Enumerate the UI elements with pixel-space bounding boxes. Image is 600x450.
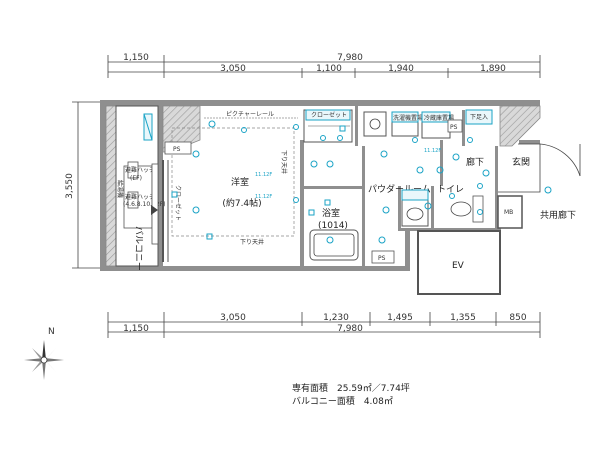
mb-label: MB bbox=[504, 209, 513, 216]
water-heater-label: 給湯機 bbox=[116, 180, 124, 198]
lower-ceiling-label: 下り天井 bbox=[240, 238, 264, 246]
top-dimensions: 1,150 7,980 3,050 1,100 1,940 1,890 bbox=[107, 53, 541, 78]
ev-label: EV bbox=[452, 261, 465, 271]
dim-bottom-left: 1,150 bbox=[123, 324, 149, 334]
balcony-label: バルコニー bbox=[133, 226, 144, 271]
bath-size: (1014) bbox=[318, 221, 348, 231]
closet-label: クローゼット bbox=[311, 111, 347, 119]
dim-left-depth: 3,550 bbox=[65, 173, 75, 199]
ac-label-1-sub: (EF) bbox=[130, 175, 142, 182]
hallway-label: 廊下 bbox=[466, 156, 484, 168]
wet-area: パウダールーム 浴室 (1014) トイレ PS MB 共用廊下 EV bbox=[309, 183, 576, 271]
ps-label-3: PS bbox=[378, 255, 386, 262]
dim-bottom-seg-4: 1,355 bbox=[450, 313, 476, 323]
dim-top-seg-4: 1,890 bbox=[480, 64, 506, 74]
closet: クローゼット bbox=[303, 109, 353, 143]
bath-label: 浴室 bbox=[322, 207, 340, 219]
dim-top-seg-3: 1,940 bbox=[388, 64, 414, 74]
western-room: ピクチャーレール 下り天井 下り天井 クローゼット 洋室 (約7.4帖) 11.… bbox=[162, 111, 441, 262]
ac-label-2-sub: (4.6.8.10.12F) bbox=[123, 201, 165, 208]
exclusive-area: 専有面積 25.59㎡／7.74坪 bbox=[292, 384, 410, 394]
ac-label-1: 避難ハッチ bbox=[125, 166, 155, 174]
compass: N bbox=[24, 327, 64, 380]
ps-label-2: PS bbox=[450, 124, 458, 131]
left-dimension: 3,550 bbox=[65, 101, 100, 269]
dim-bottom-seg-2: 1,230 bbox=[323, 313, 349, 323]
entrance-label: 玄関 bbox=[512, 156, 530, 168]
dim-top-total: 7,980 bbox=[337, 53, 363, 63]
shoe-label: 下足入 bbox=[470, 114, 488, 121]
dim-bottom-total: 7,980 bbox=[337, 324, 363, 334]
dim-bottom-seg-1: 3,050 bbox=[220, 313, 246, 323]
closet-side-label: クローゼット bbox=[174, 185, 182, 221]
dim-top-left: 1,150 bbox=[123, 53, 149, 63]
fridge-label: 冷蔵庫置場 bbox=[424, 114, 454, 122]
electrical-symbols bbox=[171, 120, 552, 244]
ps-label-1: PS bbox=[173, 146, 181, 153]
ceiling-note-3: 11.12F bbox=[424, 148, 441, 154]
washer-label: 洗濯機置場 bbox=[393, 114, 423, 122]
bottom-dimensions: 3,050 1,230 1,495 1,355 850 1,150 7,980 bbox=[107, 312, 541, 338]
lower-ceiling-side: 下り天井 bbox=[280, 150, 288, 174]
common-hall-label: 共用廊下 bbox=[540, 209, 576, 221]
ceiling-note-2: 11.12F bbox=[255, 194, 272, 200]
ceiling-note-1: 11.12F bbox=[255, 172, 272, 178]
western-room-label: 洋室 bbox=[231, 176, 249, 188]
dim-top-seg-2: 1,100 bbox=[316, 64, 342, 74]
dim-bottom-seg-3: 1,495 bbox=[387, 313, 413, 323]
toilet-label: トイレ bbox=[437, 185, 464, 195]
kitchen-area: 洗濯機置場 冷蔵庫置場 PS 下足入 廊下 玄関 bbox=[363, 109, 581, 177]
western-room-size: (約7.4帖) bbox=[222, 197, 261, 209]
ac-label-2: 避難ハッチ bbox=[125, 193, 155, 201]
dim-bottom-seg-5: 850 bbox=[509, 313, 526, 323]
picture-rail-label: ピクチャーレール bbox=[226, 111, 274, 118]
balcony-area: バルコニー面積 4.08㎡ bbox=[292, 397, 393, 407]
area-info: 専有面積 25.59㎡／7.74坪 バルコニー面積 4.08㎡ bbox=[292, 383, 410, 409]
walls bbox=[100, 100, 541, 295]
dim-top-seg-1: 3,050 bbox=[220, 64, 246, 74]
compass-north-label: N bbox=[48, 327, 55, 337]
balcony: 避難ハッチ (EF) 避難ハッチ (4.6.8.10.12F) 給湯機 バルコニ… bbox=[115, 105, 165, 271]
